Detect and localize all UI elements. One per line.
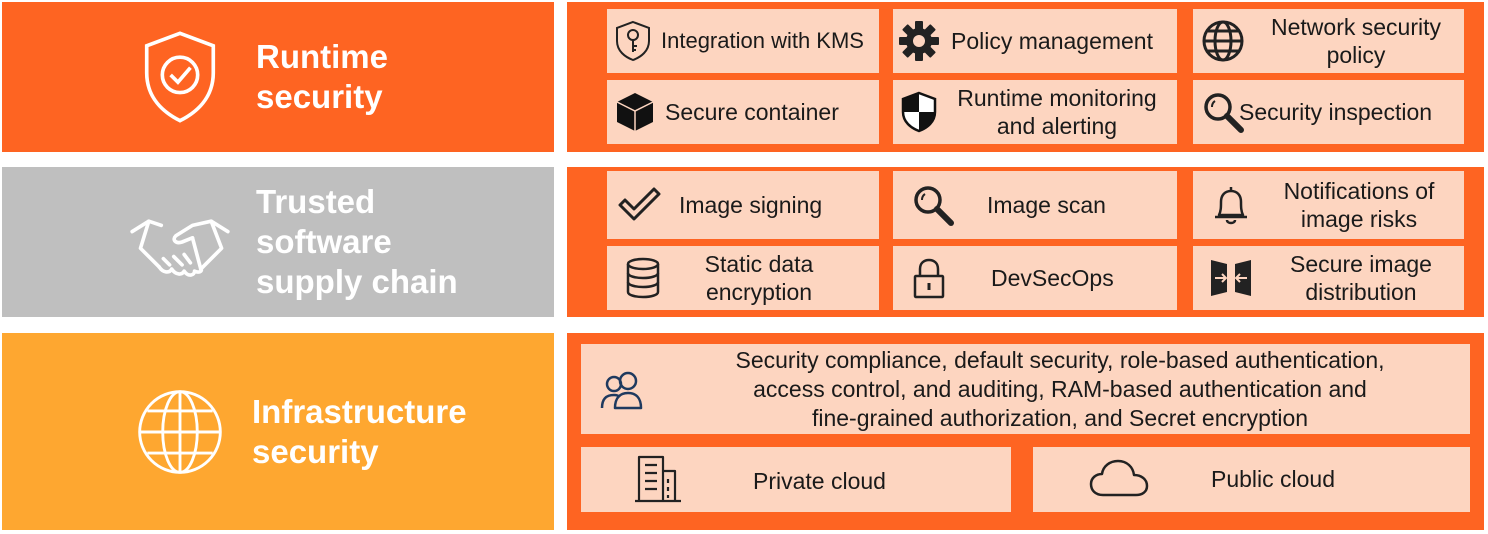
magnifier-icon — [911, 183, 955, 227]
card-image-signing: Image signing — [607, 171, 879, 239]
handshake-icon — [128, 190, 232, 294]
card-label: DevSecOps — [991, 265, 1114, 291]
card-policy-management: Policy management — [893, 9, 1177, 73]
card-label: Image signing — [679, 192, 823, 218]
bell-icon — [1209, 183, 1253, 227]
card-label: Network security policy — [1271, 14, 1441, 68]
building-icon — [633, 455, 683, 503]
card-image-scan: Image scan — [893, 171, 1177, 239]
gear-icon — [897, 19, 941, 63]
card-static-data-encryption: Static data encryption — [607, 246, 879, 310]
database-icon — [621, 256, 665, 300]
cube-icon — [613, 90, 657, 134]
padlock-icon — [907, 256, 951, 300]
card-public-cloud: Public cloud — [1033, 447, 1470, 512]
card-secure-image-distribution: Secure image distribution — [1193, 246, 1464, 310]
card-label: Security compliance, default security, r… — [735, 347, 1385, 431]
layer-label-trusted-software-supply-chain: Trusted software supply chain — [2, 167, 554, 317]
layer-label-infrastructure-security: Infrastructure security — [2, 333, 554, 530]
key-shield-icon — [611, 19, 655, 63]
cloud-icon — [1089, 457, 1149, 501]
layer-title: Infrastructure security — [252, 392, 467, 470]
checkmark-icon — [617, 183, 661, 227]
card-label: Image scan — [987, 192, 1106, 218]
card-label: Private cloud — [753, 468, 886, 494]
layer-label-runtime-security: Runtime security — [2, 2, 554, 152]
distribution-icon — [1209, 256, 1253, 300]
card-integration-with-kms: Integration with KMS — [607, 9, 879, 73]
card-security-inspection: Security inspection — [1193, 80, 1464, 144]
magnifier-icon — [1201, 90, 1245, 134]
shield-check-icon — [128, 25, 232, 129]
card-secure-container: Secure container — [607, 80, 879, 144]
runtime-security-panel: Integration with KMS Policy management — [567, 2, 1484, 152]
card-runtime-monitoring-and-alerting: Runtime monitoring and alerting — [893, 80, 1177, 144]
card-devsecops: DevSecOps — [893, 246, 1177, 310]
layer-title: Runtime security — [256, 38, 388, 115]
card-label: Secure image distribution — [1290, 251, 1432, 305]
card-private-cloud: Private cloud — [581, 447, 1011, 512]
card-security-compliance: Security compliance, default security, r… — [581, 344, 1470, 434]
infrastructure-panel: Security compliance, default security, r… — [567, 333, 1484, 530]
layer-title: Trusted software supply chain — [256, 183, 458, 300]
shield-quadrant-icon — [897, 90, 941, 134]
card-label: Integration with KMS — [661, 28, 864, 53]
card-label: Notifications of image risks — [1283, 178, 1435, 232]
card-label: Security inspection — [1239, 99, 1433, 125]
card-label: Secure container — [665, 99, 839, 125]
card-label: Runtime monitoring and alerting — [957, 85, 1157, 139]
card-label: Public cloud — [1211, 466, 1336, 492]
card-notifications-of-image-risks: Notifications of image risks — [1193, 171, 1464, 239]
card-label: Policy management — [951, 28, 1153, 54]
users-icon — [597, 368, 647, 412]
card-label: Static data encryption — [704, 251, 814, 305]
card-network-security-policy: Network security policy — [1193, 9, 1464, 73]
globe-icon — [1201, 19, 1245, 63]
supply-chain-panel: Image signing Image scan Notifications o… — [567, 167, 1484, 317]
globe-icon — [132, 384, 228, 480]
